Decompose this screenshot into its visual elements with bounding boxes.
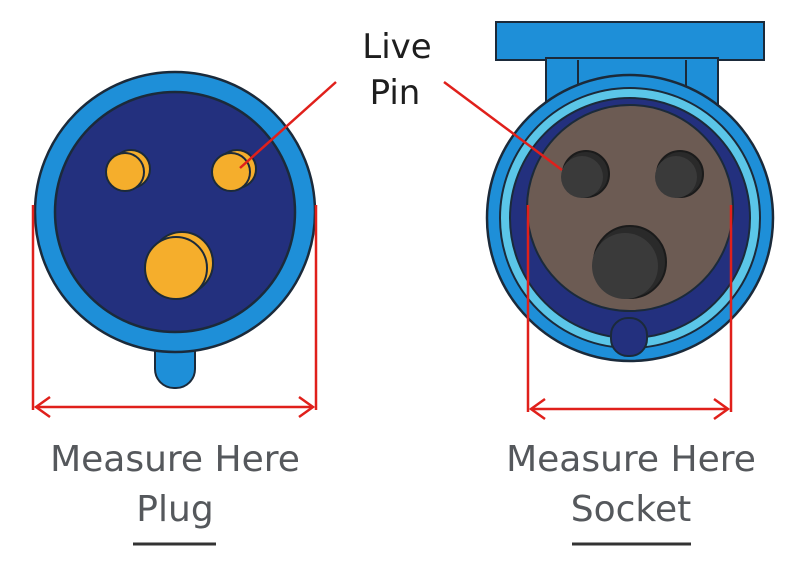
socket-key-notch xyxy=(610,317,648,357)
plug-caption: Plug xyxy=(136,489,213,530)
plug-pin-right-live xyxy=(211,149,257,192)
callout-label-line2: Pin xyxy=(370,73,421,113)
plug-pin-earth xyxy=(144,231,214,300)
socket-hole-right xyxy=(655,150,704,198)
socket-arrowhead-right xyxy=(713,397,731,421)
plug-arrowhead-right xyxy=(298,395,316,419)
plug-measure-marker xyxy=(31,205,318,419)
plug-measure-label: Measure Here xyxy=(50,439,300,480)
live-pin-callout: Live Pin xyxy=(239,27,563,172)
callout-label-line1: Live xyxy=(362,27,431,67)
socket-illustration xyxy=(485,21,775,363)
socket-measure-marker xyxy=(526,205,733,421)
socket-mount-plate xyxy=(495,21,765,61)
socket-hole-earth xyxy=(592,225,667,299)
socket-arrowhead-left xyxy=(528,397,546,421)
plug-arrowhead-left xyxy=(33,395,51,419)
socket-caption: Socket xyxy=(571,489,692,530)
plug-illustration xyxy=(33,70,317,389)
callout-line-to-socket xyxy=(443,80,563,172)
socket-measure-label: Measure Here xyxy=(506,439,756,480)
plug-pin-left xyxy=(105,149,151,192)
socket-hole-left-live xyxy=(561,150,610,198)
callout-line-to-plug xyxy=(239,81,337,169)
